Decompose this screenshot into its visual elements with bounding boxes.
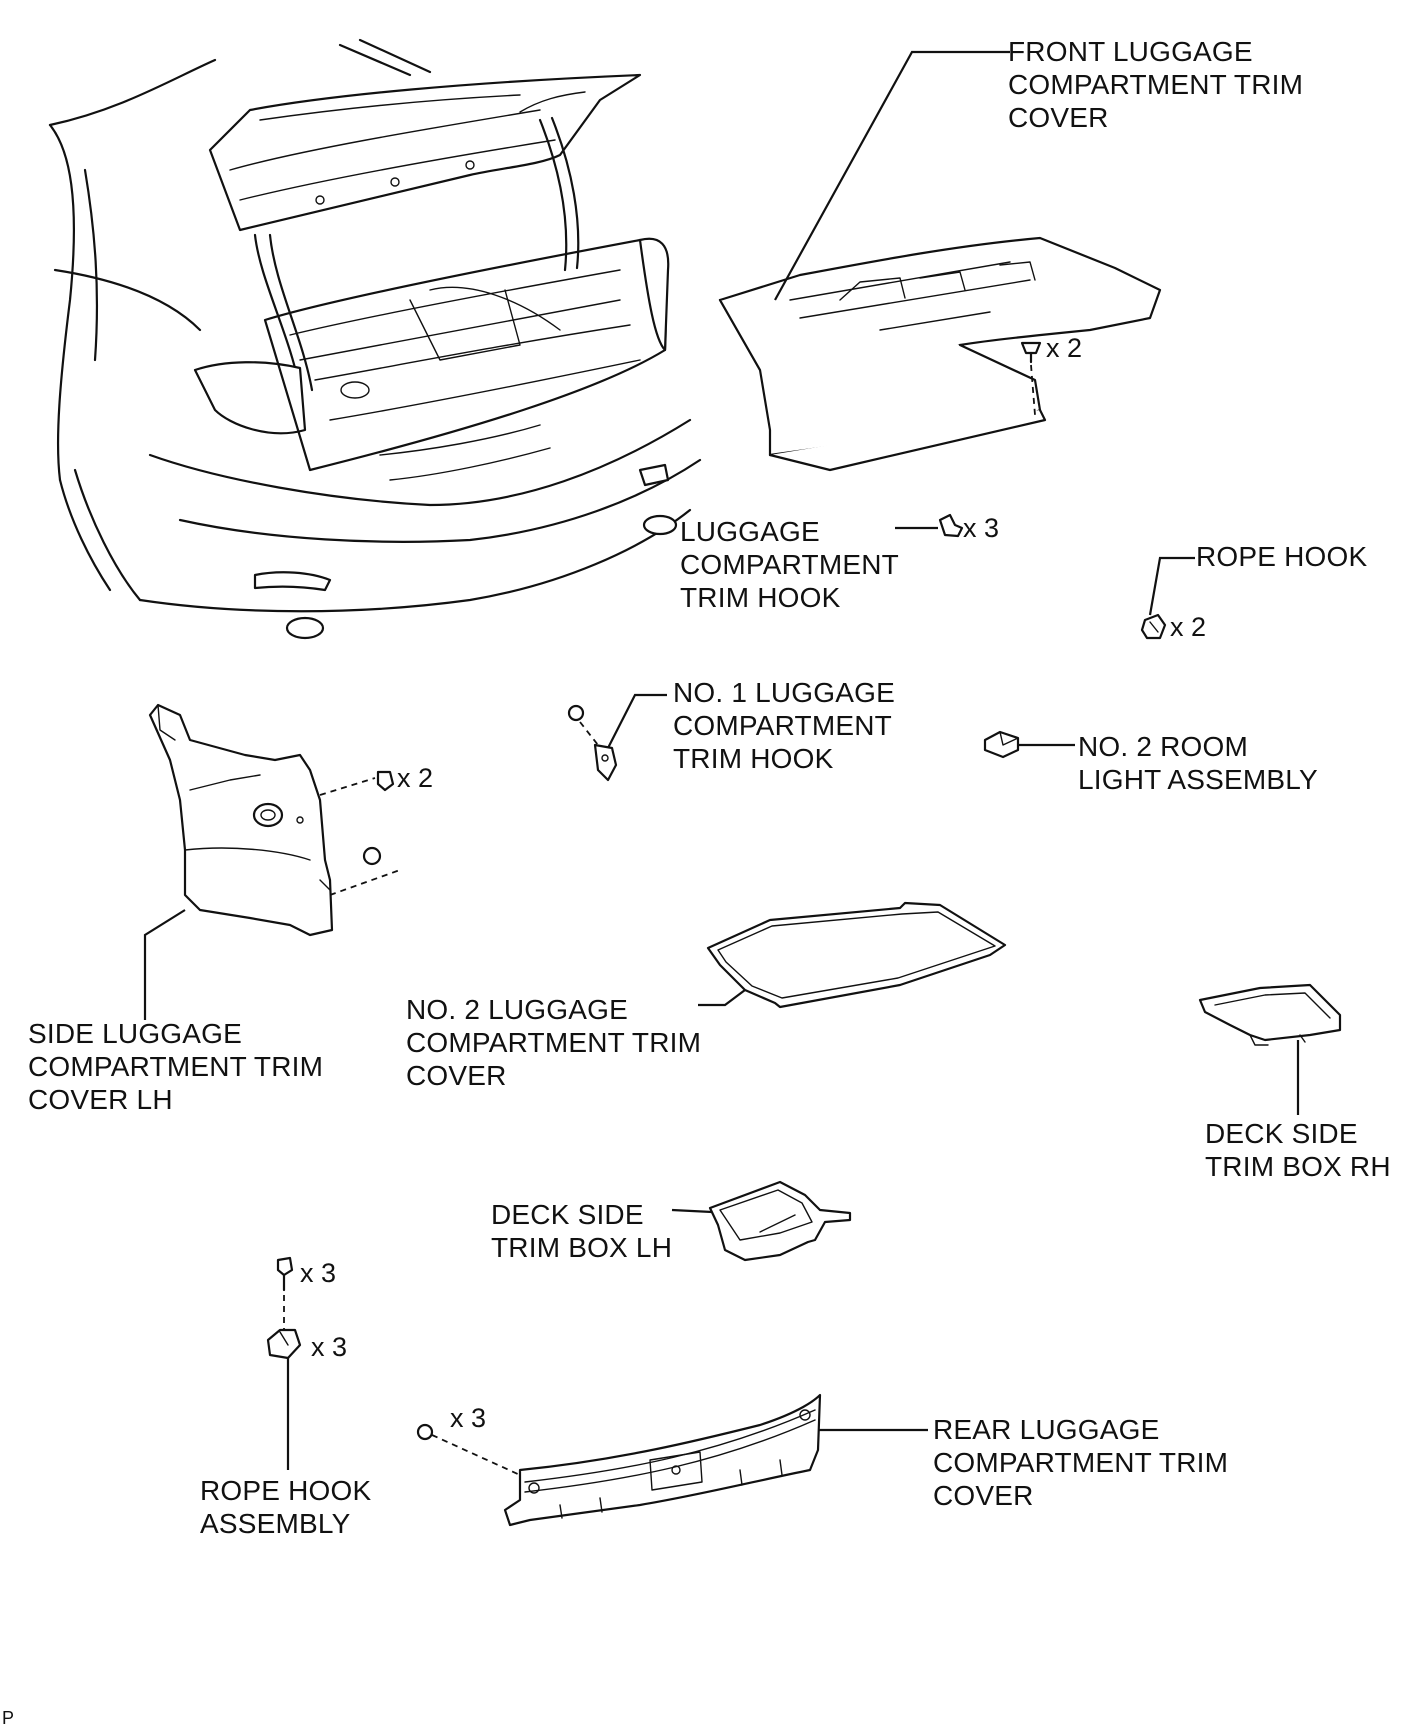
trim-hook-qty: x 3: [963, 513, 1000, 543]
deck-side-trim-box-lh-part: [708, 1180, 852, 1262]
label-line: COMPARTMENT TRIM: [1008, 69, 1304, 100]
room-light-label: NO. 2 ROOM LIGHT ASSEMBLY: [1078, 730, 1318, 796]
rear-cover-clips: [416, 1423, 521, 1476]
front-luggage-trim-cover-label: FRONT LUGGAGE COMPARTMENT TRIM COVER: [1008, 35, 1303, 134]
label-line: DECK SIDE: [1205, 1118, 1358, 1149]
label-line: REAR LUGGAGE: [933, 1414, 1160, 1445]
label-line: ASSEMBLY: [200, 1508, 351, 1539]
side-trim-cover-lh-label: SIDE LUGGAGE COMPARTMENT TRIM COVER LH: [28, 1017, 323, 1116]
side-luggage-trim-cover-lh-part: [148, 703, 334, 937]
label-line: COVER: [406, 1060, 507, 1091]
label-line: NO. 2 ROOM: [1078, 731, 1249, 762]
label-line: COMPARTMENT TRIM: [406, 1027, 702, 1058]
label-line: LUGGAGE: [680, 516, 820, 547]
no1-trim-hook-part: [567, 704, 618, 782]
label-line: NO. 1 LUGGAGE: [673, 677, 895, 708]
luggage-trim-hook-label: LUGGAGE COMPARTMENT TRIM HOOK: [680, 515, 899, 614]
label-line: FRONT LUGGAGE: [1008, 36, 1253, 67]
label-line: DECK SIDE: [491, 1199, 644, 1230]
no1-trim-hook-label: NO. 1 LUGGAGE COMPARTMENT TRIM HOOK: [673, 676, 895, 775]
deck-box-rh-label: DECK SIDE TRIM BOX RH: [1205, 1117, 1391, 1183]
front-cover-clip-qty: x 2: [1046, 333, 1083, 363]
rear-trim-cover-label: REAR LUGGAGE COMPARTMENT TRIM COVER: [933, 1413, 1228, 1512]
deck-box-lh-label: DECK SIDE TRIM BOX LH: [491, 1198, 672, 1264]
front-cover-clips: [1020, 341, 1042, 416]
label-line: TRIM HOOK: [680, 582, 841, 613]
corner-mark: P: [2, 1708, 15, 1728]
label-line: NO. 2 LUGGAGE: [406, 994, 628, 1025]
no2-trim-cover-mat-part: [706, 901, 1007, 1009]
label-line: ROPE HOOK: [200, 1475, 372, 1506]
label-line: LIGHT ASSEMBLY: [1078, 764, 1318, 795]
label-line: COVER: [1008, 102, 1109, 133]
rear-cover-clip-qty: x 3: [450, 1403, 487, 1433]
label-line: TRIM HOOK: [673, 743, 834, 774]
side-cover-clip-qty: x 2: [397, 763, 434, 793]
rope-hook-bolt-qty: x 3: [300, 1258, 337, 1288]
rope-hook-assy-qty: x 3: [311, 1332, 348, 1362]
label-line: COMPARTMENT: [673, 710, 892, 741]
rope-hook-assembly-part: [266, 1256, 302, 1360]
leader-lines: [143, 50, 1300, 1470]
deck-side-trim-box-rh-part: [1198, 983, 1342, 1046]
rope-hook-part: [1140, 613, 1167, 640]
label-line: ROPE HOOK: [1196, 541, 1368, 572]
room-light-part: [983, 730, 1020, 759]
label-line: COVER LH: [28, 1084, 173, 1115]
rope-hook-qty: x 2: [1170, 612, 1207, 642]
side-cover-clips: [319, 770, 401, 896]
vehicle-rear-illustration: [48, 38, 702, 640]
label-line: SIDE LUGGAGE: [28, 1018, 243, 1049]
label-line: TRIM BOX LH: [491, 1232, 673, 1263]
rope-hook-assembly-label: ROPE HOOK ASSEMBLY: [200, 1474, 371, 1540]
front-luggage-trim-cover-part: [718, 236, 1162, 472]
label-line: COMPARTMENT TRIM: [28, 1051, 324, 1082]
rope-hook-label: ROPE HOOK: [1196, 540, 1367, 573]
no2-trim-cover-label: NO. 2 LUGGAGE COMPARTMENT TRIM COVER: [406, 993, 701, 1092]
label-line: COVER: [933, 1480, 1034, 1511]
label-line: COMPARTMENT TRIM: [933, 1447, 1229, 1478]
label-line: TRIM BOX RH: [1205, 1151, 1391, 1182]
label-line: COMPARTMENT: [680, 549, 899, 580]
luggage-trim-hook-part: [938, 513, 964, 538]
rear-luggage-trim-cover-part: [503, 1393, 822, 1527]
